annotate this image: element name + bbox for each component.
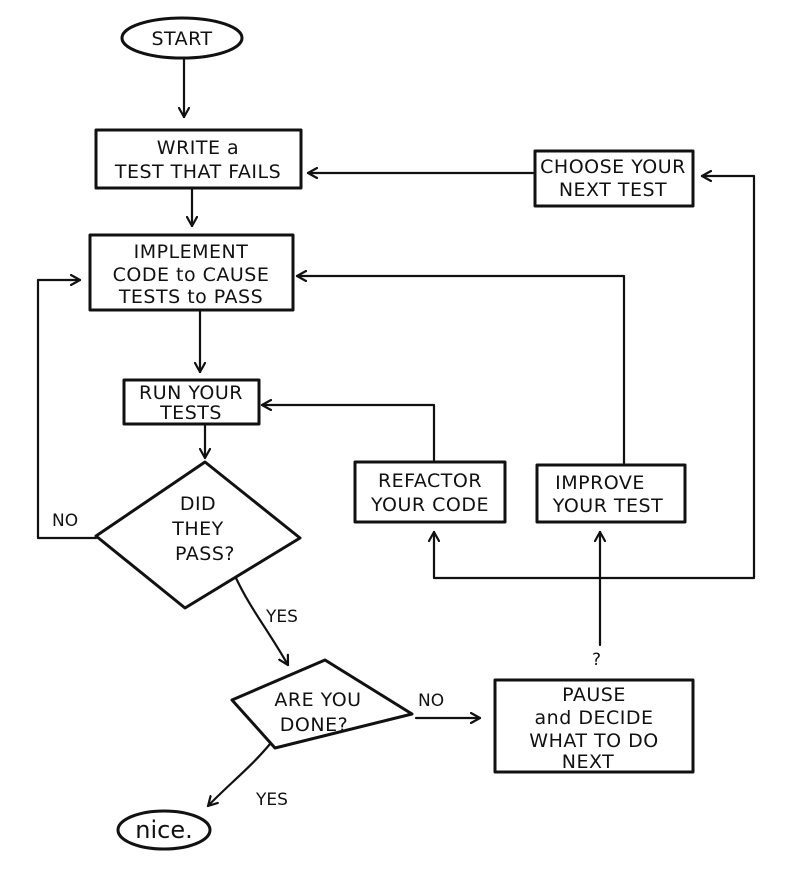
implement-label-line3: TESTS to PASS <box>118 286 263 308</box>
did-they-pass-node: DID THEY PASS? <box>94 460 302 610</box>
refactor-label-line1: REFACTOR <box>378 470 482 492</box>
arrow-branch-to-refactor <box>434 530 602 580</box>
decision-pass-line1: DID <box>180 493 216 515</box>
arrow-refactor-to-run-tests <box>260 405 436 462</box>
implement-node: IMPLEMENT CODE to CAUSE TESTS to PASS <box>88 233 295 312</box>
decision-done-line1: ARE YOU <box>274 689 361 711</box>
pause-decide-node: PAUSE and DECIDE WHAT TO DO NEXT <box>493 678 695 774</box>
edge-label-done-yes: YES <box>255 790 288 810</box>
pause-label-line2: and DECIDE <box>535 707 654 729</box>
arrow-done-yes <box>206 742 272 808</box>
improve-test-node: IMPROVE YOUR TEST <box>535 463 687 524</box>
start-node: START <box>120 16 244 60</box>
edge-label-pause-question: ? <box>592 650 601 670</box>
improve-label-line2: YOUR TEST <box>552 495 663 517</box>
implement-label-line1: IMPLEMENT <box>134 241 249 263</box>
run-tests-label-line2: TESTS <box>159 402 222 424</box>
nice-label: nice. <box>135 816 192 844</box>
choose-next-label-line1: CHOOSE YOUR <box>540 156 686 178</box>
connectors <box>36 58 756 808</box>
arrow-pass-yes <box>234 576 290 667</box>
arrow-pass-no-loop <box>36 280 98 540</box>
edge-label-done-no: NO <box>418 691 444 711</box>
nice-node: nice. <box>116 809 212 851</box>
arrow-improve-to-implement <box>295 276 626 465</box>
decision-done-line2: DONE? <box>280 714 348 736</box>
run-tests-label-line1: RUN YOUR <box>139 382 243 404</box>
write-test-label-line2: TEST THAT FAILS <box>114 161 281 183</box>
implement-label-line2: CODE to CAUSE <box>113 264 270 286</box>
arrow-branch-to-choose-next <box>598 176 756 580</box>
pause-label-line4: NEXT <box>562 751 615 773</box>
write-test-node: WRITE a TEST THAT FAILS <box>94 128 303 190</box>
write-test-label-line1: WRITE a <box>157 137 239 159</box>
refactor-label-line2: YOUR CODE <box>370 494 489 516</box>
start-label: START <box>151 28 212 50</box>
decision-pass-line3: PASS? <box>175 543 235 565</box>
pause-label-line3: WHAT TO DO <box>529 730 658 752</box>
edge-label-pass-no: NO <box>52 511 78 531</box>
are-you-done-node: ARE YOU DONE? <box>230 658 414 750</box>
decision-pass-line2: THEY <box>171 518 224 540</box>
pause-label-line1: PAUSE <box>562 684 626 706</box>
refactor-node: REFACTOR YOUR CODE <box>353 460 507 524</box>
choose-next-label-line2: NEXT TEST <box>559 179 667 201</box>
edge-label-pass-yes: YES <box>265 607 298 627</box>
improve-label-line1: IMPROVE <box>555 472 645 494</box>
run-tests-node: RUN YOUR TESTS <box>122 378 261 426</box>
choose-next-test-node: CHOOSE YOUR NEXT TEST <box>533 149 695 208</box>
